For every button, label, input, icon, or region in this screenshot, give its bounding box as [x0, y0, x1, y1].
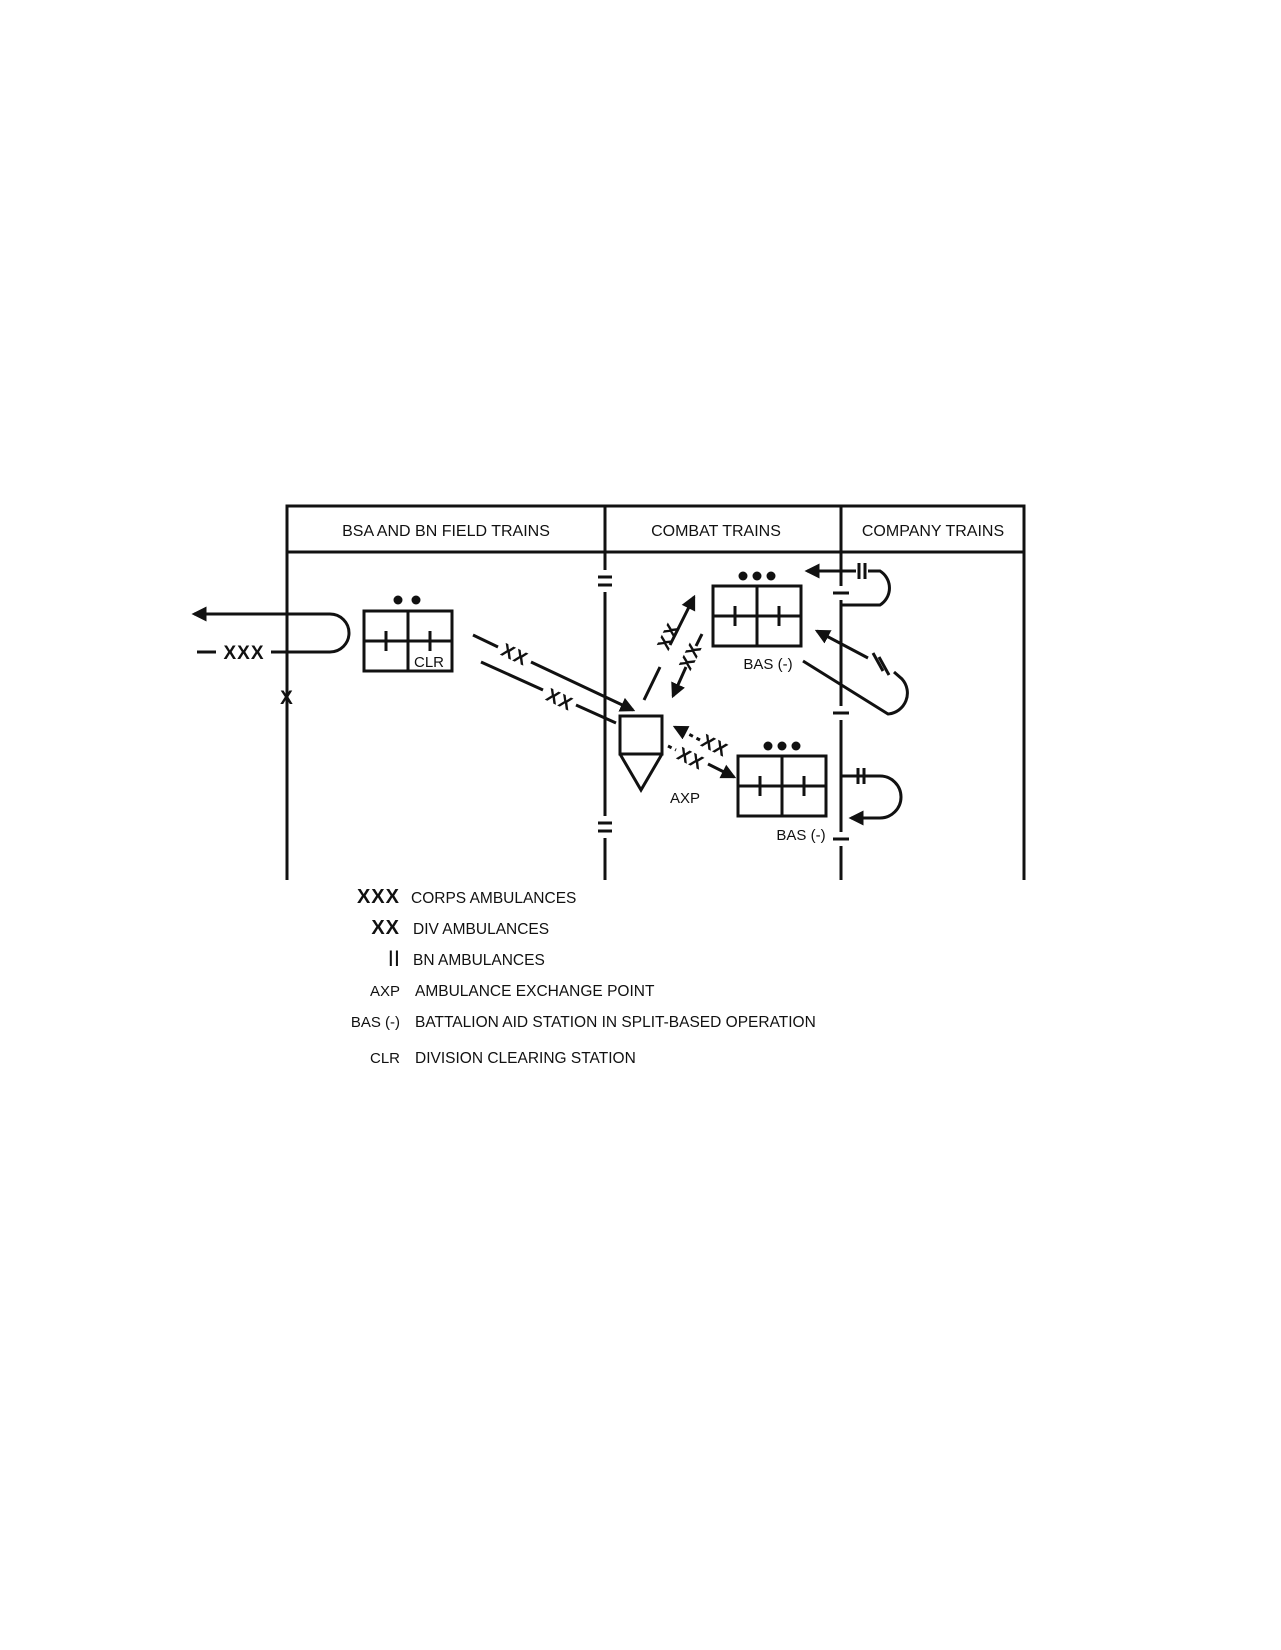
div-mark-lower: XX: [543, 685, 577, 716]
div-route-lower-bas-to-axp: [672, 725, 701, 742]
bas-lower: [736, 754, 828, 818]
div-route-axp-to-lower-bas-head: [707, 762, 737, 779]
bn-route-lower-loop: [841, 768, 903, 826]
header-bsa-field-trains: BSA AND BN FIELD TRAINS: [342, 523, 550, 540]
boundary-company-trains: [833, 552, 849, 880]
legend-item: CLR DIVISION CLEARING STATION: [300, 1050, 920, 1081]
legend-description: DIVISION CLEARING STATION: [415, 1050, 636, 1067]
div-route-upper: [472, 633, 636, 712]
bas-lower-label: BAS (-): [776, 827, 825, 844]
boundary-mark-x: X: [280, 688, 294, 709]
bas-upper: [711, 584, 803, 648]
div-mark-upper: XX: [498, 640, 532, 671]
legend-item: XX DIV AMBULANCES: [300, 917, 920, 952]
header-combat-trains: COMBAT TRAINS: [651, 523, 781, 540]
clr-station: [362, 609, 454, 673]
axp-symbol: [618, 714, 664, 793]
legend-symbol: BAS (-): [350, 1014, 400, 1031]
bas-lower-echelon-dots: [763, 741, 801, 751]
div-route-axp-to-upper-bas: [642, 594, 696, 701]
legend-description: BN AMBULANCES: [413, 952, 545, 969]
header-company-trains: COMPANY TRAINS: [862, 523, 1004, 540]
div-route-upper-bas-to-axp: [671, 633, 704, 699]
legend-symbol: AXP: [369, 983, 400, 1000]
legend-item: II BN AMBULANCES: [300, 946, 920, 983]
div-mark-axp-upper-b: XX: [676, 640, 707, 674]
zone-frame: [285, 504, 1026, 880]
legend-description: CORPS AMBULANCES: [411, 890, 577, 907]
legend-item: AXP AMBULANCE EXCHANGE POINT: [300, 983, 920, 1014]
bn-route-upper-loop: [804, 563, 891, 607]
legend-item: XXX CORPS AMBULANCES: [300, 886, 920, 921]
bas-upper-echelon-dots: [738, 571, 776, 581]
legend-symbol: II: [387, 946, 400, 971]
bn-route-middle-loop: [802, 629, 909, 716]
legend-description: DIV AMBULANCES: [413, 921, 550, 938]
axp-label: AXP: [670, 790, 700, 807]
corps-ambulance-mark: XXX: [223, 643, 264, 664]
corps-evacuation-route: [191, 606, 351, 654]
clr-echelon-dots: [393, 595, 421, 605]
legend-description: AMBULANCE EXCHANGE POINT: [415, 983, 655, 1000]
legend-symbol: XXX: [356, 886, 400, 908]
bas-upper-label: BAS (-): [743, 656, 792, 673]
legend: XXX CORPS AMBULANCES XX DIV AMBULANCES I…: [300, 886, 920, 1081]
boundary-combat-trains: [598, 552, 612, 880]
clr-label: CLR: [414, 654, 444, 671]
div-route-lower: [480, 660, 617, 725]
div-route-axp-to-lower-bas: [667, 744, 677, 752]
legend-symbol: XX: [371, 917, 400, 939]
legend-description: BATTALION AID STATION IN SPLIT-BASED OPE…: [415, 1014, 816, 1031]
legend-symbol: CLR: [369, 1050, 400, 1067]
legend-item: BAS (-) BATTALION AID STATION IN SPLIT-B…: [300, 1014, 920, 1045]
